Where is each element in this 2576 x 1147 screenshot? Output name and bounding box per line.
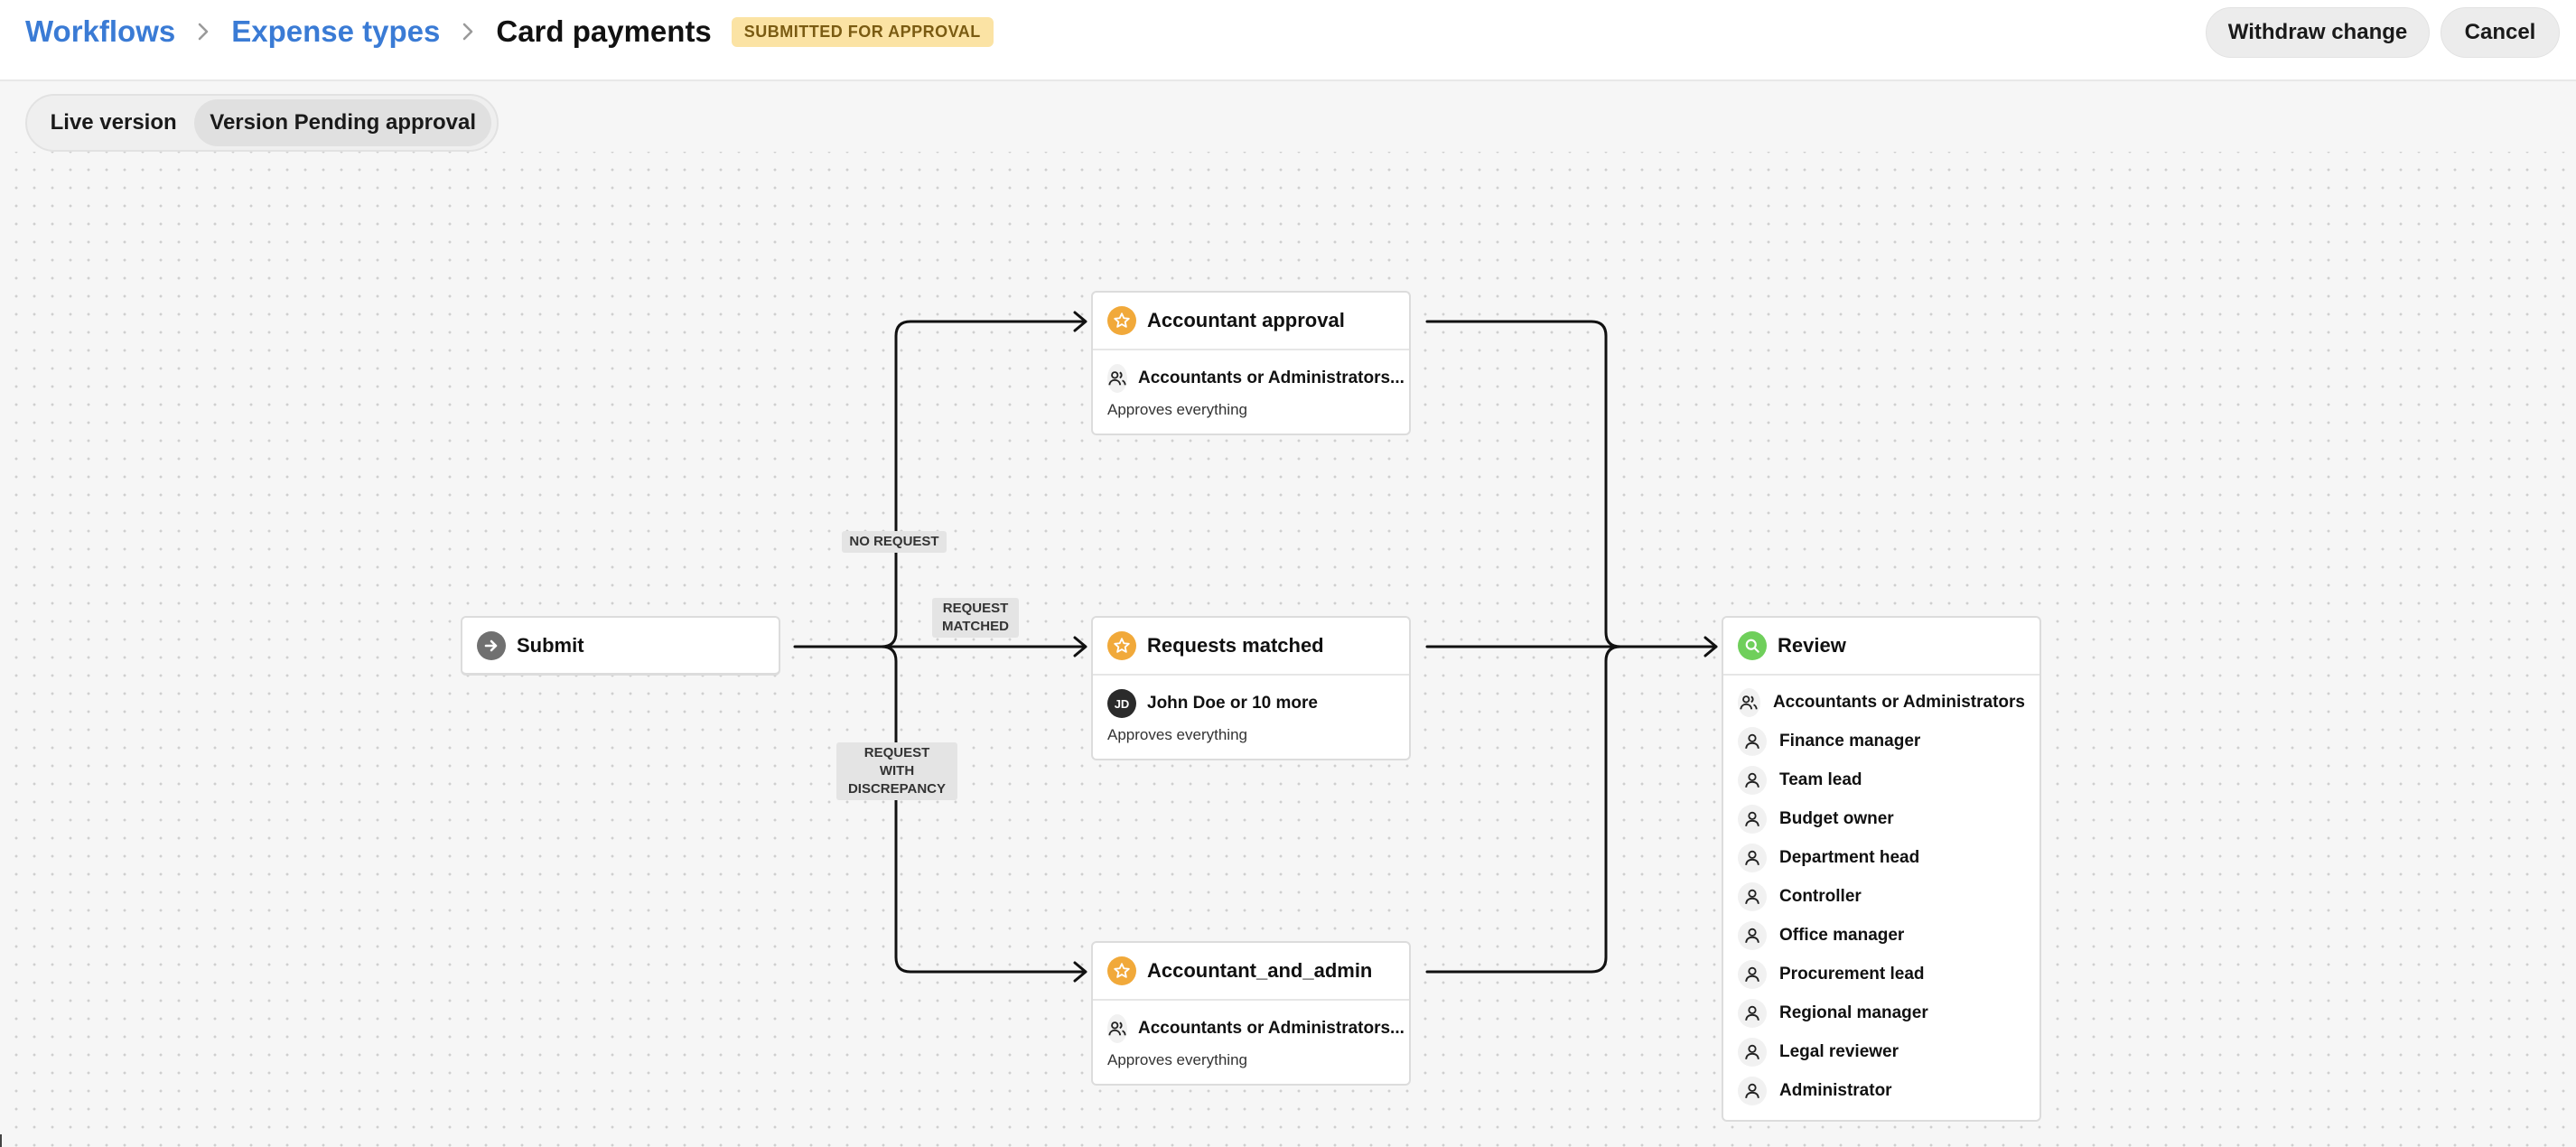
withdraw-change-button[interactable]: Withdraw change <box>2206 7 2430 58</box>
step-title: Accountant_and_admin <box>1147 959 1373 982</box>
page-title: Card payments <box>496 14 712 48</box>
review-title: Review <box>1778 634 1846 657</box>
user-icon <box>1738 998 1767 1028</box>
list-item: Finance manager <box>1738 722 2025 760</box>
submit-node-title: Submit <box>517 633 584 657</box>
user-icon <box>1738 1037 1767 1067</box>
user-icon <box>1738 843 1767 872</box>
chevron-right-icon <box>197 22 210 42</box>
star-icon <box>1107 631 1136 660</box>
step-header: Accountant approval <box>1093 293 1409 350</box>
cancel-button[interactable]: Cancel <box>2441 7 2560 58</box>
review-node[interactable]: Review Accountants or Administrators Fin… <box>1722 616 2041 1122</box>
review-member-name: Finance manager <box>1779 731 1921 751</box>
step-accountant-and-admin[interactable]: Accountant_and_admin Accountants or Admi… <box>1091 941 1411 1086</box>
status-badge: SUBMITTED FOR APPROVAL <box>731 16 994 47</box>
list-item: Regional manager <box>1738 993 2025 1032</box>
list-item: Procurement lead <box>1738 955 2025 993</box>
step-title: Accountant approval <box>1147 309 1345 331</box>
edge-label-request-with-discrepancy: REQUEST WITH DISCREPANCY <box>836 742 957 800</box>
step-title: Requests matched <box>1147 634 1324 657</box>
search-icon <box>1738 631 1767 660</box>
arrow-right-icon <box>477 630 506 660</box>
step-assignee: John Doe or 10 more <box>1147 694 1318 713</box>
user-icon <box>1738 765 1767 795</box>
step-rule: Approves everything <box>1107 1051 1247 1068</box>
user-icon <box>1738 804 1767 834</box>
list-item: Controller <box>1738 877 2025 916</box>
user-icon <box>1738 959 1767 989</box>
edge-label-request-matched: REQUEST MATCHED <box>932 598 1019 638</box>
step-rule: Approves everything <box>1107 726 1247 743</box>
user-icon <box>1738 920 1767 950</box>
breadcrumb-workflows[interactable]: Workflows <box>25 14 176 48</box>
review-member-name: Budget owner <box>1779 808 1894 828</box>
step-header: Accountant_and_admin <box>1093 943 1409 1001</box>
chevron-right-icon <box>462 22 474 42</box>
review-member-name: Controller <box>1779 886 1862 906</box>
step-accountant-approval[interactable]: Accountant approval Accountants or Admin… <box>1091 291 1411 435</box>
review-member-name: Team lead <box>1779 769 1862 789</box>
users-icon <box>1107 1014 1127 1043</box>
avatar: JD <box>1107 689 1136 718</box>
review-member-name: Accountants or Administrators <box>1772 692 2025 712</box>
edge-label-no-request: NO REQUEST <box>842 531 947 553</box>
review-member-name: Administrator <box>1779 1080 1892 1100</box>
step-assignee: Accountants or Administrators... <box>1138 368 1405 387</box>
tab-live-version[interactable]: Live version <box>50 110 177 135</box>
review-member-name: Procurement lead <box>1779 964 1925 984</box>
star-icon <box>1107 306 1136 335</box>
top-bar: Workflows Expense types Card payments SU… <box>0 0 2576 81</box>
users-icon <box>1738 687 1760 717</box>
list-item: Department head <box>1738 838 2025 877</box>
breadcrumb: Workflows Expense types Card payments SU… <box>25 13 994 51</box>
list-item: Legal reviewer <box>1738 1032 2025 1071</box>
review-member-name: Legal reviewer <box>1779 1041 1899 1061</box>
review-member-name: Department head <box>1779 847 1920 867</box>
review-member-list: Accountants or Administrators Finance ma… <box>1723 676 2039 1110</box>
step-assignee: Accountants or Administrators... <box>1138 1019 1405 1038</box>
canvas-corner-handle <box>0 1134 5 1147</box>
review-header: Review <box>1723 618 2039 676</box>
tab-version-pending-approval[interactable]: Version Pending approval <box>194 99 491 146</box>
users-icon <box>1107 364 1127 393</box>
review-member-name: Office manager <box>1779 925 1905 945</box>
step-requests-matched[interactable]: Requests matched JD John Doe or 10 more … <box>1091 616 1411 760</box>
review-member-name: Regional manager <box>1779 1002 1928 1022</box>
user-icon <box>1738 726 1767 756</box>
list-item: Administrator <box>1738 1071 2025 1110</box>
user-icon <box>1738 1076 1767 1105</box>
list-item: Team lead <box>1738 760 2025 799</box>
step-rule: Approves everything <box>1107 401 1247 418</box>
breadcrumb-expense-types[interactable]: Expense types <box>231 14 441 48</box>
version-toggle: Live version Version Pending approval <box>25 94 499 152</box>
star-icon <box>1107 956 1136 985</box>
step-header: Requests matched <box>1093 618 1409 676</box>
submit-node[interactable]: Submit <box>461 616 780 676</box>
list-item: Accountants or Administrators <box>1738 683 2025 722</box>
list-item: Office manager <box>1738 916 2025 955</box>
list-item: Budget owner <box>1738 799 2025 838</box>
user-icon <box>1738 881 1767 911</box>
